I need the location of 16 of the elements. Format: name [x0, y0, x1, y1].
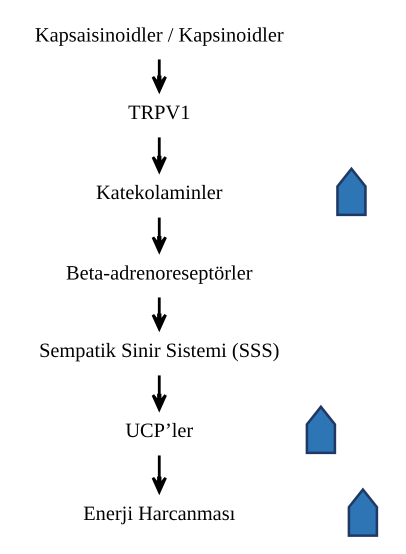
- node-text: TRPV1: [128, 102, 190, 124]
- node-text: UCP’ler: [124, 420, 193, 442]
- node-text: Beta-adrenoreseptörler: [66, 262, 252, 284]
- arrow: [151, 297, 166, 330]
- node-text: Sempatik Sinir Sistemi (SSS): [38, 340, 279, 362]
- node-text: Katekolaminler: [95, 182, 222, 204]
- node-text: Kapsaisinoidler / Kapsinoidler: [34, 24, 284, 46]
- arrow: [151, 455, 166, 494]
- node-text: Enerji Harcanması: [82, 502, 235, 525]
- node-arrow: [305, 404, 336, 454]
- arrow: [151, 59, 166, 92]
- arrow: [151, 137, 166, 173]
- arrow: [151, 375, 166, 411]
- arrow: [151, 218, 166, 253]
- node-arrow: [336, 166, 366, 216]
- node-arrow: [347, 488, 378, 537]
